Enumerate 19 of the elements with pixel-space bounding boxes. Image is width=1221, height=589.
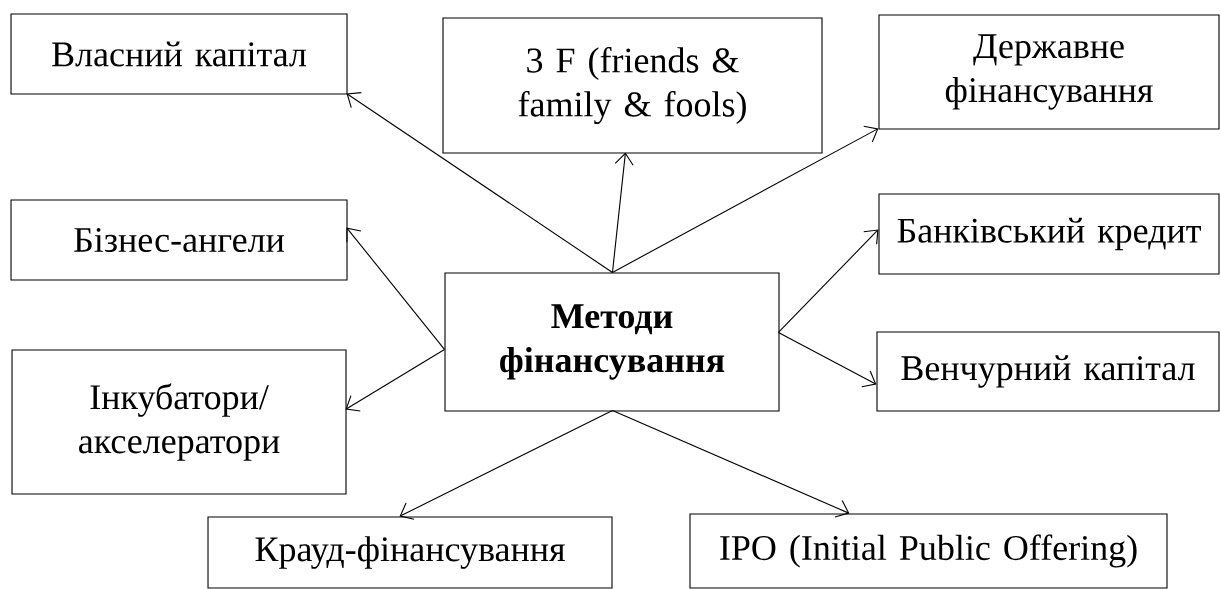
method-box: Венчурний капітал — [876, 331, 1220, 412]
arrow — [777, 229, 879, 333]
arrow — [777, 331, 877, 388]
arrow — [346, 92, 613, 273]
arrow — [399, 409, 613, 520]
method-box: IPO (Initial Public Offering) — [689, 513, 1168, 589]
method-box: 3 F (friends & family & fools) — [442, 17, 823, 154]
arrow — [346, 227, 445, 350]
arrow — [611, 152, 634, 273]
arrow — [611, 409, 850, 518]
method-box: Бізнес-ангели — [10, 199, 348, 281]
method-box: Державне фінансування — [878, 14, 1220, 130]
arrow — [611, 125, 879, 273]
method-box: Крауд-фінансування — [207, 516, 613, 589]
central-box: Методи фінансування — [444, 272, 780, 412]
method-box: Власний капітал — [10, 13, 348, 95]
method-box: Банківський кредит — [878, 193, 1220, 275]
method-box: Інкубатори/ акселератори — [11, 349, 347, 495]
arrow — [345, 348, 445, 412]
